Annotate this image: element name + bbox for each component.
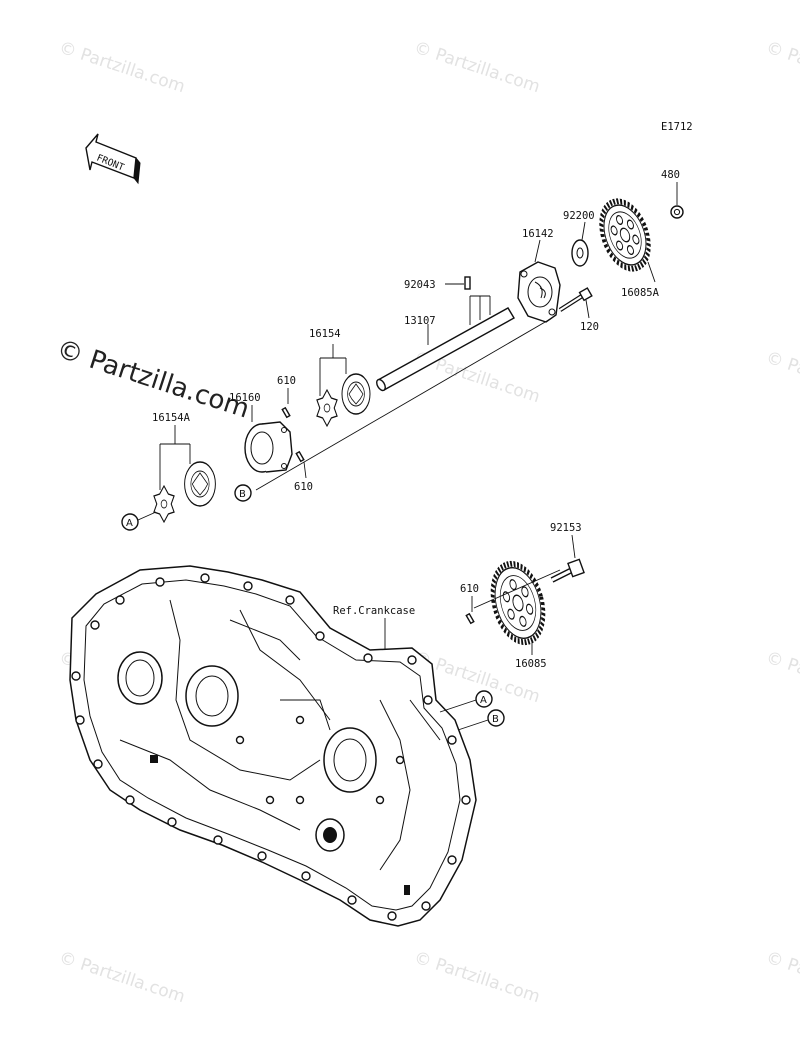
callout-b-upper: B [234,484,252,502]
part-480-nut [670,182,684,219]
part-16160-pump-body [244,405,293,473]
part-label-610-crankcase: 610 [460,583,479,595]
crankcase [69,565,477,927]
watermark-text: © Partzilla.com [763,348,800,408]
part-610-dowel-pin-crankcase [465,596,475,625]
part-label-120: 120 [580,321,599,333]
svg-text:B: B [239,489,246,500]
part-16085-gear [473,560,561,655]
part-16154A-rotor-set [153,425,216,524]
watermark-text: © Partzilla.com [56,948,187,1008]
assembly-axis-line [255,317,553,491]
part-13107-shaft [376,295,515,392]
callout-a-crankcase: A [439,690,493,713]
part-label-610-lower: 610 [294,481,313,493]
svg-text:A: A [480,695,487,706]
part-label-92153: 92153 [550,522,582,534]
part-120-bolt [558,287,593,319]
part-label-13107: 13107 [404,315,436,327]
part-16154-rotor-set [316,344,371,428]
part-16085A-gear [599,198,656,283]
part-label-92200: 92200 [563,210,595,222]
part-label-16154: 16154 [309,328,341,340]
watermark-text: © Partzilla.com [763,38,800,98]
part-92200-washer [571,221,589,267]
watermark-text: © Partzilla.com [763,948,800,1008]
part-label-16160: 16160 [229,392,261,404]
part-label-16085A: 16085A [621,287,660,299]
diagram-code: E1712 [661,121,693,133]
watermark-text: © Partzilla.com [411,948,542,1008]
reference-label: Ref.Crankcase [333,605,415,617]
part-label-610-upper: 610 [277,375,296,387]
part-92153-bolt [550,534,585,583]
part-label-16154A: 16154A [152,412,191,424]
svg-text:A: A [126,518,133,529]
callout-a-upper: A [121,511,157,531]
watermark-text: © Partzilla.com [411,38,542,98]
part-label-480: 480 [661,169,680,181]
part-610-dowel-pin-lower [295,450,307,479]
part-610-dowel-pin-upper [281,388,291,419]
part-92043-pin [445,276,471,290]
part-16142-pump-cover [517,239,561,323]
part-label-92043: 92043 [404,279,436,291]
svg-text:B: B [492,714,499,725]
callout-b-crankcase: B [457,709,505,731]
part-label-16142: 16142 [522,228,554,240]
watermark-text: © Partzilla.com [763,648,800,708]
front-arrow-icon: FRONT [85,133,141,185]
watermark-text: © Partzilla.com [56,38,187,98]
part-label-16085: 16085 [515,658,547,670]
